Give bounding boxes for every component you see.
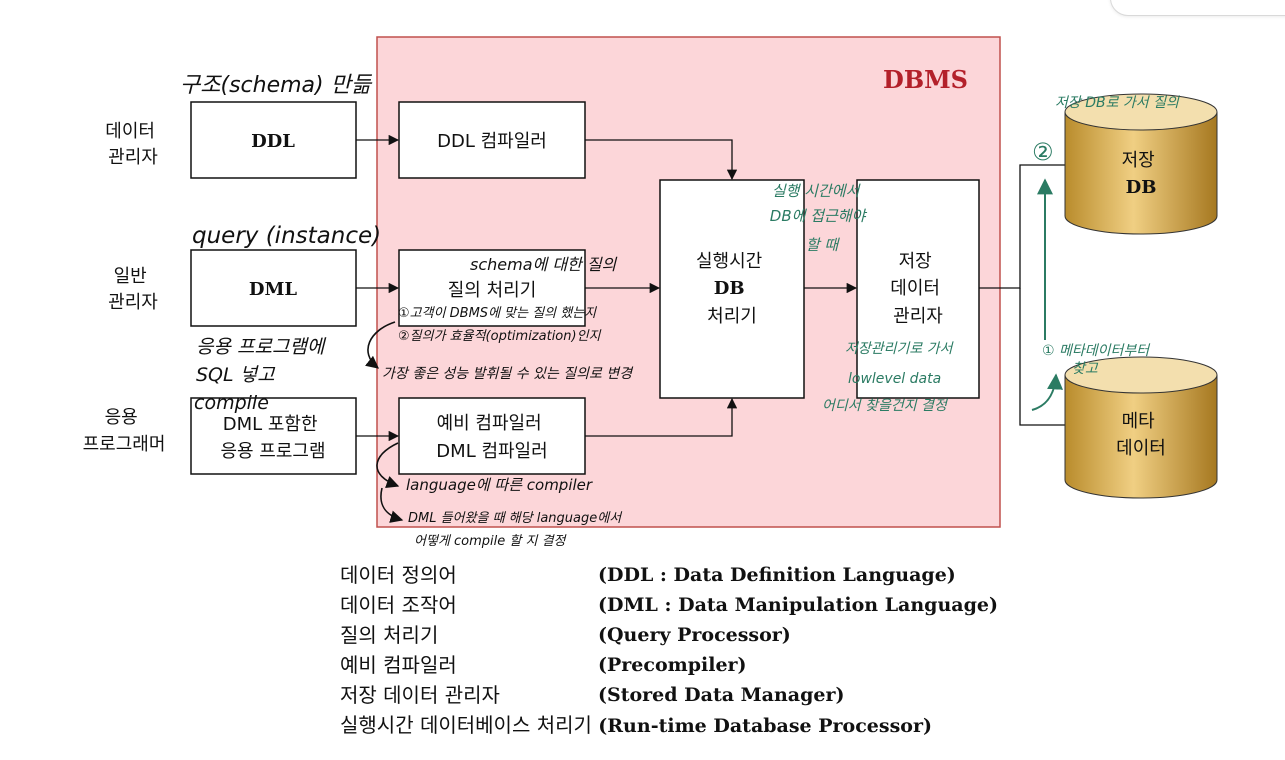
legend-eng: (DML : Data Manipulation Language) [598, 594, 998, 616]
box-stored-data-manager-label: 저장 데이터 관리자 [890, 251, 945, 327]
note-query-instance: query (instance) [192, 223, 381, 249]
note-schema-query: schema에 대한 질의 [470, 255, 618, 274]
green-arrow-curve [1031, 373, 1064, 411]
dbms-title: DBMS [883, 65, 968, 94]
legend-term: 질의 처리기 [340, 623, 439, 647]
note-q1: ①고객이 DBMS에 맞는 질의 했는지 [398, 306, 597, 321]
box-ddl-label: DDL [251, 131, 295, 152]
box-stored-data-manager [856, 179, 980, 399]
brace-compiler-notes [376, 442, 400, 489]
legend-eng: (Precompiler) [598, 654, 747, 676]
line-storedmgr-to-meta [1019, 288, 1065, 426]
box-query-processor-label: 질의 처리기 [448, 280, 537, 301]
legend-eng: (DDL : Data Definition Language) [598, 564, 956, 586]
box-ddl-compiler [398, 101, 586, 179]
legend-term: 예비 컴파일러 [340, 653, 457, 677]
cylinder-metadata: 메타 데이터 [1064, 356, 1218, 499]
box-dml-app [190, 397, 357, 475]
arrow-precompiler-to-runtime [585, 397, 738, 437]
legend-row: 데이터 조작어 (DML : Data Manipulation Languag… [340, 590, 998, 620]
box-ddl-compiler-label: DDL 컴파일러 [437, 131, 547, 152]
box-runtime-db-processor-label: 실행시간 DB 처리기 [696, 251, 768, 327]
legend-row: 실행시간 데이터베이스 처리기 (Run-time Database Proce… [340, 710, 932, 740]
arrow-ddl-compiler-to-runtime [585, 139, 738, 181]
note-lang-compiler: language에 따른 compiler [406, 476, 593, 494]
legend-row: 질의 처리기 (Query Processor) [340, 620, 932, 650]
box-dml [190, 249, 357, 327]
box-query-processor [398, 249, 586, 327]
box-dml-app-label: DML 포함한 응용 프로그램 [220, 414, 325, 462]
legend: 데이터 정의어 (DDL : Data Definition Language)… [340, 560, 998, 740]
label-app-programmer: 응용 프로그래머 [83, 407, 166, 455]
note-circle-2: ② [1032, 138, 1054, 166]
svg-text:저장 DB: 저장 DB [1122, 150, 1161, 198]
note-q3: 가장 좋은 성능 발휘될 수 있는 질의로 변경 [382, 366, 633, 382]
note-meta-find: ① 메타데이터부터 찾고 [1042, 343, 1154, 377]
note-q2: ②질의가 효율적(optimization)인지 [398, 329, 602, 344]
svg-text:메타 데이터: 메타 데이터 [1116, 411, 1166, 459]
note-go-store: 저장 DB로 가서 질의 [1055, 95, 1180, 111]
legend-row: 데이터 정의어 (DDL : Data Definition Language) [340, 560, 956, 590]
cylinder-stored-db: 저장 DB [1064, 93, 1218, 235]
brace-query-notes [365, 321, 396, 369]
box-precompiler [398, 397, 586, 475]
legend-row: 예비 컴파일러 (Precompiler) [340, 650, 932, 680]
line-storedmgr-to-db [979, 164, 1065, 289]
legend-term: 데이터 조작어 [340, 593, 457, 617]
legend-eng: (Query Processor) [598, 624, 791, 646]
legend-eng: (Stored Data Manager) [598, 684, 845, 706]
label-general-admin: 일반 관리자 [108, 266, 158, 313]
box-precompiler-label: 예비 컴파일러 DML 컴파일러 [436, 413, 547, 462]
legend-row: 저장 데이터 관리자 (Stored Data Manager) [340, 680, 932, 710]
box-runtime-db-processor [659, 179, 805, 399]
note-schema: 구조(schema) 만듦 [180, 73, 373, 98]
note-stored-manager: 저장관리기로 가서 lowlevel data 어디서 찾을건지 결정 [822, 341, 957, 414]
arrow-dml-compile-note [380, 487, 404, 523]
legend-eng: (Run-time Database Processor) [598, 715, 932, 737]
note-dml-compile: DML 들어왔을 때 해당 language에서 어떻게 compile 할 지… [408, 511, 625, 549]
label-db-admin: 데이터 관리자 [105, 121, 160, 168]
legend-term: 저장 데이터 관리자 [340, 683, 500, 707]
legend-term: 실행시간 데이터베이스 처리기 [340, 713, 592, 737]
note-runtime: 실행 시간에서 DB에 접근해야 할 때 [770, 182, 870, 254]
legend-term: 데이터 정의어 [340, 563, 457, 587]
box-dml-label: DML [249, 279, 298, 300]
note-app-sql: 응용 프로그램에 SQL 넣고 compile [194, 336, 330, 414]
